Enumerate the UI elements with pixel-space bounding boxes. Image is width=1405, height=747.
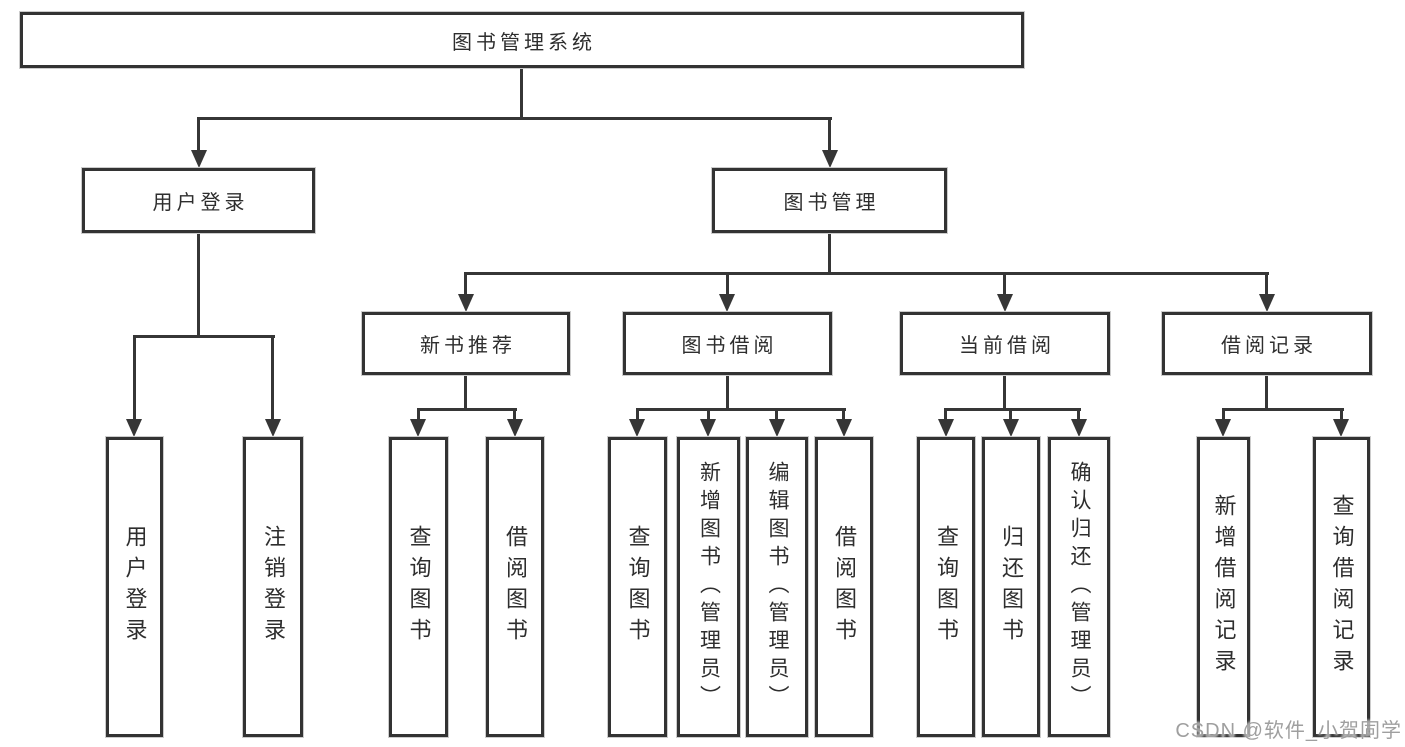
connector-line [1265, 272, 1268, 298]
node-label: 借阅记录 [1221, 335, 1317, 357]
arrowhead-icon [700, 419, 716, 437]
arrowhead-icon [458, 294, 474, 312]
connector-line [1003, 272, 1006, 298]
leaf-return-books: 归还图书 [982, 437, 1040, 737]
node-label: 用户登录 [152, 192, 249, 214]
connector-line [636, 408, 639, 422]
leaf-borrowing-query-books: 查询图书 [608, 437, 667, 737]
node-label: 借阅图书 [503, 525, 528, 649]
leaf-add-books-admin: 新增图书（管理员） [677, 437, 740, 737]
node-label: 确认归还（管理员） [1068, 461, 1091, 713]
connector-line [944, 408, 1081, 411]
arrowhead-icon [1215, 419, 1231, 437]
connector-line [513, 408, 516, 422]
arrowhead-icon [1003, 419, 1019, 437]
connector-line [417, 408, 420, 422]
arrowhead-icon [1071, 419, 1087, 437]
connector-line [464, 375, 467, 411]
arrowhead-icon [126, 419, 142, 437]
leaf-current-query-books: 查询图书 [917, 437, 975, 737]
connector-line [1009, 408, 1012, 422]
arrowhead-icon [629, 419, 645, 437]
connector-line [133, 335, 136, 421]
connector-line [464, 272, 467, 298]
node-label: 借阅图书 [832, 525, 857, 649]
leaf-recommend-borrow-books: 借阅图书 [486, 437, 544, 737]
connector-line [944, 408, 947, 422]
node-label: 图书管理 [783, 192, 880, 214]
connector-line [1003, 375, 1006, 411]
connector-line [636, 408, 846, 411]
node-root-system: 图书管理系统 [20, 12, 1024, 68]
connector-line [1265, 375, 1268, 411]
arrowhead-icon [1259, 294, 1275, 312]
connector-line [1222, 408, 1344, 411]
connector-line [417, 408, 517, 411]
connector-line [1077, 408, 1080, 422]
node-current-borrowing: 当前借阅 [900, 312, 1110, 375]
node-book-management: 图书管理 [712, 168, 947, 233]
node-label: 编辑图书（管理员） [766, 461, 789, 713]
node-label: 归还图书 [999, 525, 1024, 649]
node-label: 图书管理系统 [452, 31, 596, 54]
node-borrowing-records: 借阅记录 [1162, 312, 1372, 375]
leaf-query-borrow-record: 查询借阅记录 [1313, 437, 1370, 737]
connector-line [775, 408, 778, 422]
arrowhead-icon [507, 419, 523, 437]
connector-line [726, 272, 729, 298]
leaf-add-borrow-record: 新增借阅记录 [1197, 437, 1250, 737]
csdn-watermark: CSDN @软件_小贺同学 [1175, 720, 1402, 742]
connector-line [197, 233, 200, 337]
node-book-borrowing: 图书借阅 [623, 312, 832, 375]
connector-line [133, 335, 275, 338]
arrowhead-icon [938, 419, 954, 437]
connector-line [197, 117, 832, 120]
connector-line [828, 233, 831, 275]
leaf-logout: 注销登录 [243, 437, 303, 737]
arrowhead-icon [822, 150, 838, 168]
node-user-login: 用户登录 [82, 168, 315, 233]
connector-line [828, 117, 831, 151]
node-label: 用户登录 [122, 525, 148, 649]
connector-line [842, 408, 845, 422]
connector-line [520, 68, 523, 117]
connector-line [726, 375, 729, 411]
arrowhead-icon [265, 419, 281, 437]
node-label: 注销登录 [261, 525, 286, 649]
connector-line [197, 117, 200, 151]
node-label: 查询借阅记录 [1329, 494, 1355, 680]
connector-line [1340, 408, 1343, 422]
leaf-confirm-return-admin: 确认归还（管理员） [1048, 437, 1110, 737]
leaf-recommend-query-books: 查询图书 [389, 437, 448, 737]
node-label: 查询图书 [934, 525, 959, 649]
arrowhead-icon [836, 419, 852, 437]
connector-line [707, 408, 710, 422]
node-label: 查询图书 [625, 525, 651, 649]
node-label: 查询图书 [406, 525, 432, 649]
connector-line [271, 335, 274, 421]
arrowhead-icon [191, 150, 207, 168]
node-label: 当前借阅 [959, 335, 1055, 357]
arrowhead-icon [410, 419, 426, 437]
arrowhead-icon [1333, 419, 1349, 437]
node-new-book-recommend: 新书推荐 [362, 312, 570, 375]
leaf-edit-books-admin: 编辑图书（管理员） [746, 437, 808, 737]
connector-line [464, 272, 1269, 275]
leaf-borrow-books: 借阅图书 [815, 437, 873, 737]
node-label: 新增借阅记录 [1211, 494, 1237, 680]
leaf-user-login: 用户登录 [106, 437, 163, 737]
arrowhead-icon [769, 419, 785, 437]
node-label: 新书推荐 [420, 335, 516, 357]
node-label: 新增图书（管理员） [697, 461, 721, 713]
arrowhead-icon [719, 294, 735, 312]
arrowhead-icon [997, 294, 1013, 312]
node-label: 图书借阅 [681, 335, 778, 357]
connector-line [1222, 408, 1225, 422]
